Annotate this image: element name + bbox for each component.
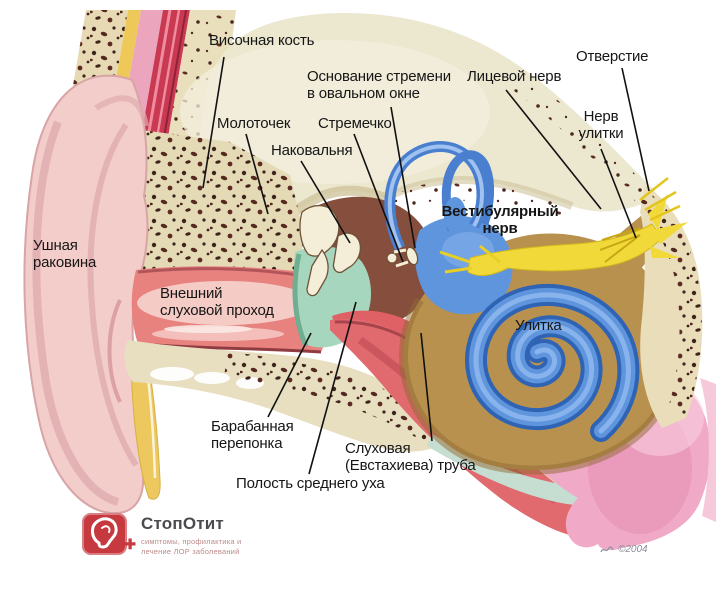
label-stapes-base: Основание стремени в овальном окне	[307, 68, 451, 102]
logo-subtitle: симптомы, профилактика и лечение ЛОР заб…	[141, 537, 242, 557]
stopotit-logo: ✚ СтопОтит симптомы, профилактика и лече…	[82, 513, 241, 557]
label-cochlea: Улитка	[515, 317, 562, 334]
line-eustachian-tube	[420, 332, 433, 442]
line-middle-ear-cavity	[308, 301, 357, 475]
label-incus: Наковальня	[271, 142, 353, 159]
line-opening	[621, 67, 650, 192]
label-facial-nerve: Лицевой нерв	[467, 68, 562, 85]
line-stapes-base	[390, 106, 416, 249]
label-cochlear-nerve: Нерв улитки	[578, 108, 624, 142]
artist-monogram-icon	[600, 545, 614, 552]
label-middle-ear-cavity: Полость среднего уха	[236, 475, 385, 492]
line-incus	[300, 160, 351, 244]
label-malleus: Молоточек	[217, 115, 291, 132]
label-temporal-bone: Височная кость	[209, 32, 315, 49]
semicircular-canals-shape	[384, 141, 513, 315]
label-ear-canal: Внешний слуховой проход	[160, 285, 274, 319]
line-stapes	[353, 133, 404, 263]
ossicles-shape	[299, 205, 419, 297]
ear-icon	[91, 517, 118, 549]
cochlea-spiral-shape	[465, 283, 640, 442]
line-malleus	[245, 133, 269, 215]
leader-lines	[202, 56, 650, 475]
pinna-shape	[23, 74, 149, 515]
label-vestibular-nerve: Вестибулярный нерв	[441, 203, 559, 237]
bone-right-strip	[638, 185, 703, 428]
logo-ear-badge: ✚	[82, 513, 136, 555]
signature-year: ©2004	[618, 544, 648, 555]
vestibular-nerve-shape	[439, 177, 688, 276]
label-pinna: Ушная раковина	[33, 237, 97, 271]
line-temporal-bone	[202, 56, 225, 189]
temporal-bone-shape	[180, 13, 658, 303]
line-eardrum	[267, 332, 312, 418]
line-facial-nerve	[505, 89, 602, 210]
plus-icon: ✚	[124, 536, 136, 552]
label-opening: Отверстие	[576, 48, 649, 65]
label-stapes: Стремечко	[318, 115, 392, 132]
logo-title: СтопОтит	[141, 514, 224, 533]
line-cochlear-nerve	[600, 148, 637, 239]
artist-signature: ©2004	[600, 544, 648, 555]
label-eardrum: Барабанная перепонка	[211, 418, 294, 452]
label-eustachian-tube: Слуховая (Евстахиева) труба	[345, 440, 476, 474]
